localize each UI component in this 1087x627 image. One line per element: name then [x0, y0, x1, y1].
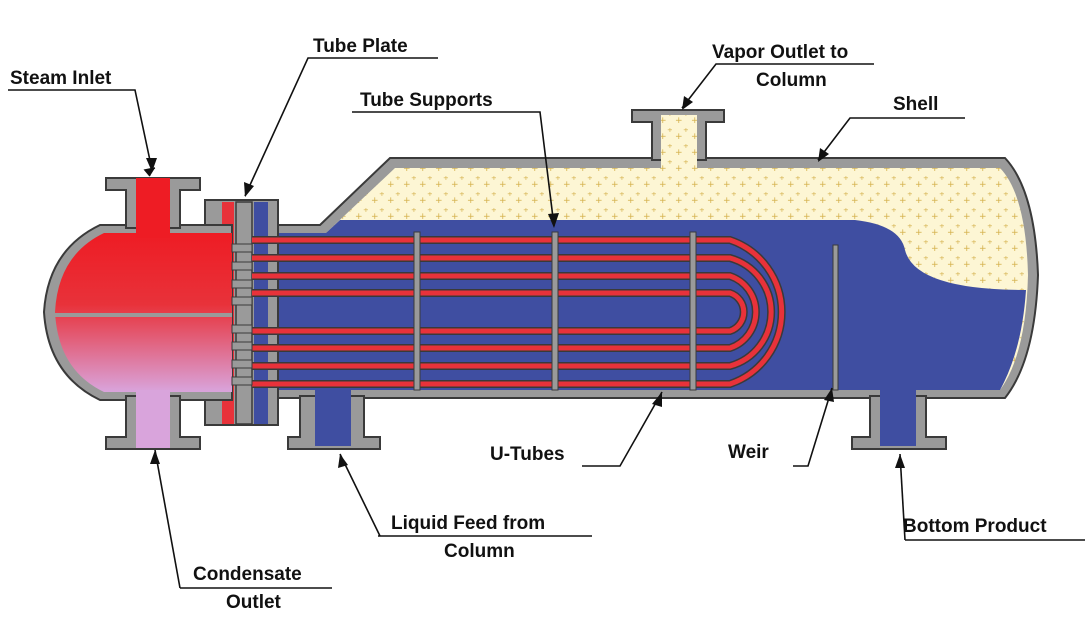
weir — [833, 245, 838, 390]
label-condensate-line2: Outlet — [226, 592, 282, 613]
label-vapor-outlet-line2: Column — [756, 70, 827, 91]
channel-head — [44, 225, 232, 400]
label-weir: Weir — [728, 442, 769, 463]
label-u-tubes: U-Tubes — [490, 444, 565, 465]
label-bottom-product: Bottom Product — [903, 516, 1047, 537]
label-liquid-feed-line2: Column — [444, 541, 515, 562]
label-shell: Shell — [893, 94, 938, 115]
label-liquid-feed-line1: Liquid Feed from — [391, 513, 545, 534]
label-tube-supports: Tube Supports — [360, 90, 493, 111]
label-tube-plate: Tube Plate — [313, 36, 408, 57]
label-vapor-outlet-line1: Vapor Outlet to — [712, 42, 848, 63]
label-condensate-line1: Condensate — [193, 564, 302, 585]
label-steam-inlet: Steam Inlet — [10, 68, 112, 89]
